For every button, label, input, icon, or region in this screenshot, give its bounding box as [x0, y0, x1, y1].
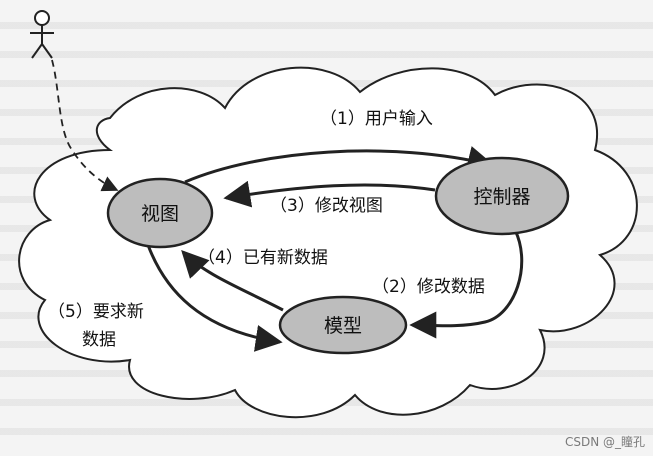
request-data-arrow [146, 244, 283, 352]
request-data-label-line1: （5）要求新 [48, 302, 144, 322]
user-stick-figure-icon [30, 10, 54, 59]
user-input-arrow [184, 146, 495, 184]
new-data-label: （4）已有新数据 [198, 248, 328, 268]
controller-node [434, 156, 570, 236]
model-node [278, 295, 408, 355]
modify-view-label: （3）修改视图 [270, 196, 383, 216]
request-data-label-line2: 数据 [82, 330, 116, 350]
user-to-view-arrow [51, 59, 119, 192]
modify-data-label: （2）修改数据 [372, 277, 485, 297]
controller-node-label: 控制器 [473, 186, 530, 208]
view-node [106, 177, 214, 249]
csdn-watermark: CSDN @_瞳孔 [564, 435, 645, 449]
model-node-label: 模型 [324, 315, 362, 337]
modify-view-arrow [223, 180, 436, 208]
view-node-label: 视图 [141, 203, 179, 225]
user-input-label: （1）用户输入 [320, 109, 433, 129]
modify-data-arrow [409, 229, 524, 339]
new-data-arrow [181, 250, 284, 312]
